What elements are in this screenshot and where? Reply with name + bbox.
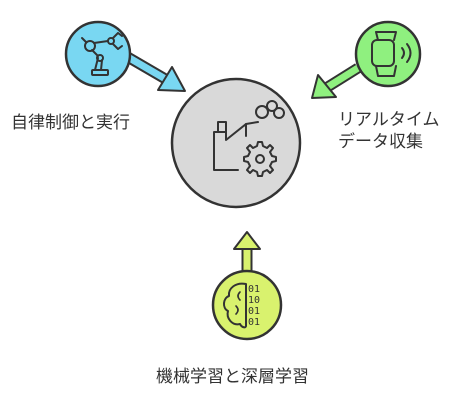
label-autonomous-control: 自律制御と実行 <box>11 113 130 133</box>
gear-icon <box>243 141 277 177</box>
central-hub <box>170 77 302 209</box>
label-realtime-data: リアルタイム データ収集 <box>338 109 440 153</box>
svg-text:10: 10 <box>248 295 260 306</box>
hub-circle <box>170 77 302 209</box>
svg-text:01: 01 <box>248 284 260 295</box>
autonomous-circle <box>64 20 132 88</box>
label-machine-learning: 機械学習と深層学習 <box>156 367 309 387</box>
svg-text:01: 01 <box>248 317 260 328</box>
node-autonomous <box>64 20 186 92</box>
node-realtime <box>311 20 422 99</box>
robot-arm-icon <box>81 32 123 76</box>
arrow-ml <box>233 231 261 276</box>
brain-binary-icon: 01 10 01 01 <box>223 282 260 329</box>
arrow-autonomous <box>123 51 186 92</box>
label-realtime-line-2: データ収集 <box>338 132 423 152</box>
factory-icon <box>213 100 285 171</box>
smartwatch-signal-icon <box>371 31 412 77</box>
arrow-realtime <box>311 63 361 99</box>
svg-text:01: 01 <box>248 306 260 317</box>
realtime-circle <box>354 20 422 88</box>
label-realtime-line-1: リアルタイム <box>338 110 440 130</box>
node-ml: 01 10 01 01 <box>211 231 283 341</box>
